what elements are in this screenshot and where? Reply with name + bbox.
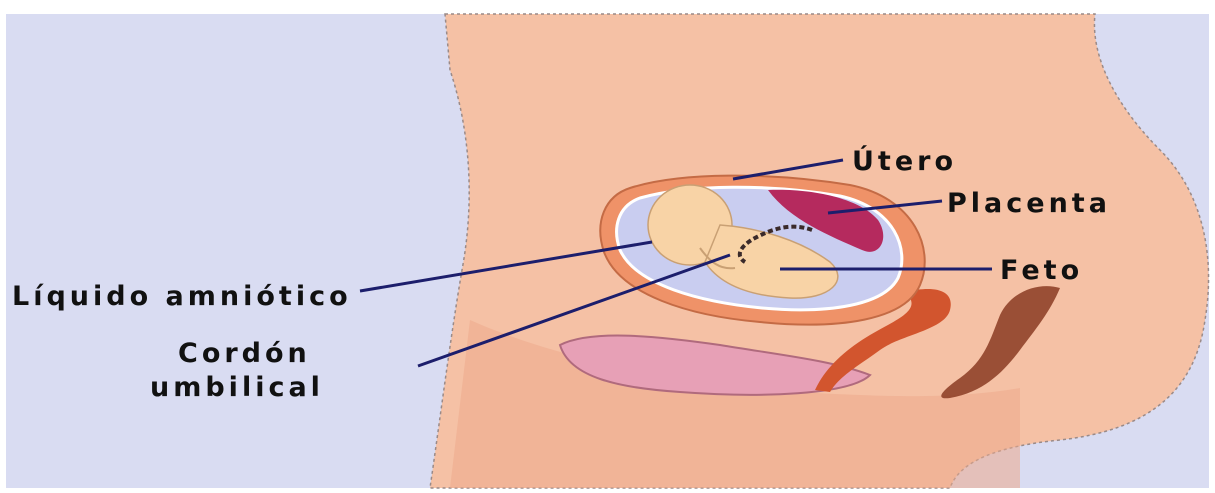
label-feto: Feto [1000,255,1083,286]
label-placenta: Placenta [947,188,1111,219]
label-liquido-amniotico: Líquido amniótico [12,281,352,312]
label-utero: Útero [852,145,957,177]
label-cordon: Cordón [178,338,311,369]
label-umbilical: umbilical [150,372,324,403]
